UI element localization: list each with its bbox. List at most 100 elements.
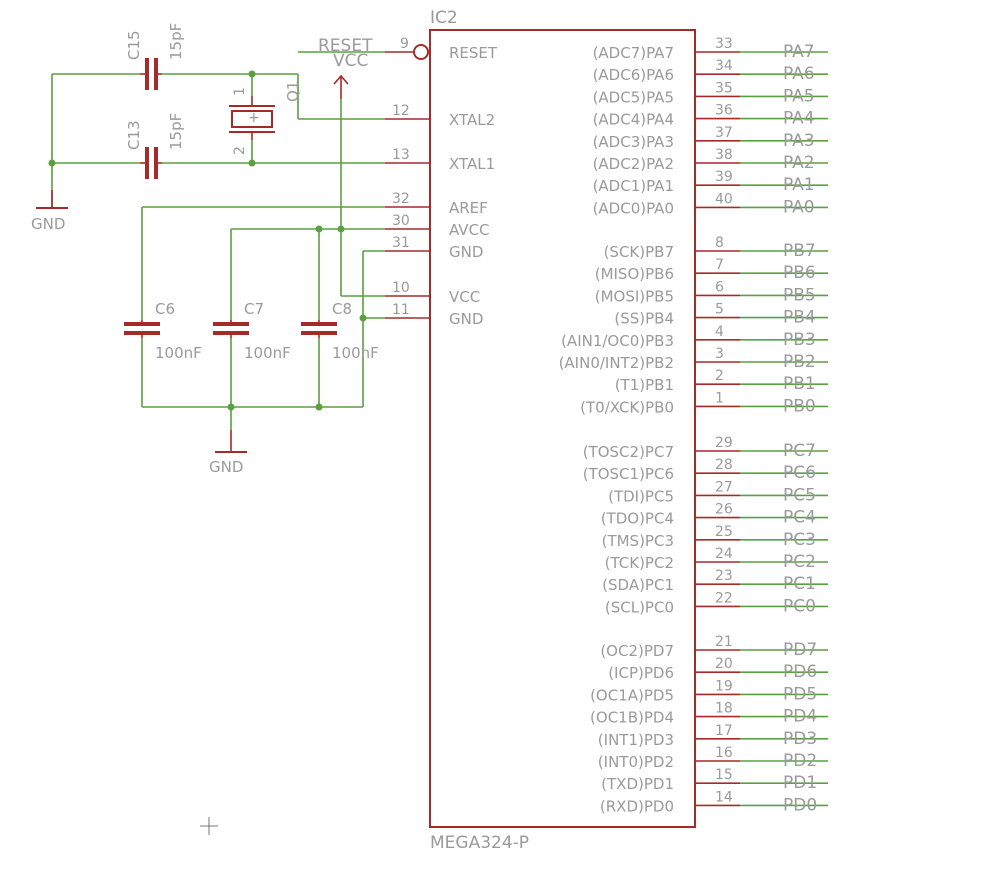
q1-name: Q1 bbox=[284, 81, 302, 102]
pin-number: 37 bbox=[715, 125, 733, 141]
pin-label: (TDI)PC5 bbox=[608, 487, 674, 505]
pin-label: (TXD)PD1 bbox=[601, 775, 674, 793]
capacitor-c13: C13 15pF bbox=[125, 113, 185, 179]
pin-number: 33 bbox=[715, 36, 733, 52]
net-label: PC5 bbox=[783, 485, 816, 505]
pin-number: 28 bbox=[715, 457, 733, 473]
c7-name: C7 bbox=[244, 300, 264, 318]
net-label: PB5 bbox=[783, 285, 816, 305]
pin-number: 1 bbox=[715, 390, 724, 406]
net-label: PD5 bbox=[783, 684, 817, 704]
pin-label: (ADC7)PA7 bbox=[593, 44, 674, 62]
pin-label: (OC1B)PD4 bbox=[590, 709, 674, 727]
pin-number: 14 bbox=[715, 789, 733, 805]
left-pin-gnd-31: 31 GND bbox=[385, 235, 483, 261]
net-label: PD3 bbox=[783, 729, 817, 749]
net-label: PC3 bbox=[783, 530, 816, 550]
pin-label: (T0/XCK)PB0 bbox=[580, 398, 674, 416]
right-pin-pb1: (T1)PB1 2 PB1 bbox=[615, 368, 828, 394]
gnd-symbol-caps: GND bbox=[209, 430, 247, 476]
left-pin-avcc: 30 AVCC bbox=[385, 213, 490, 239]
capacitor-c15: C15 15pF bbox=[125, 23, 185, 90]
pin-number: 6 bbox=[715, 279, 724, 295]
net-label: PA2 bbox=[783, 153, 815, 173]
pin-label: AVCC bbox=[449, 221, 490, 239]
pin-label: (TMS)PC3 bbox=[602, 532, 674, 550]
pin-number: 2 bbox=[715, 368, 724, 384]
left-pin-vcc: 10 VCC bbox=[385, 280, 480, 306]
pin-number: 10 bbox=[392, 280, 410, 296]
net-label: PA4 bbox=[783, 109, 815, 129]
pin-number: 25 bbox=[715, 524, 733, 540]
pin-number: 27 bbox=[715, 479, 733, 495]
left-pin-xtal1: 13 XTAL1 bbox=[385, 147, 495, 173]
right-pin-pc4: (TDO)PC4 26 PC4 bbox=[601, 502, 828, 528]
pin-label: (T1)PB1 bbox=[615, 376, 674, 394]
right-pin-pa7: (ADC7)PA7 33 PA7 bbox=[593, 36, 828, 62]
pin-number: 20 bbox=[715, 656, 733, 672]
pin-label: (RXD)PD0 bbox=[600, 797, 674, 815]
c6-name: C6 bbox=[155, 300, 175, 318]
net-label: PC1 bbox=[783, 574, 816, 594]
net-label: PA1 bbox=[783, 175, 815, 195]
c8-value: 100nF bbox=[332, 344, 379, 362]
pin-number: 35 bbox=[715, 80, 733, 96]
pin-label: (ICP)PD6 bbox=[608, 664, 674, 682]
net-label: PC7 bbox=[783, 441, 816, 461]
gnd-caps-label: GND bbox=[209, 458, 243, 476]
net-label: PC0 bbox=[783, 596, 816, 616]
vcc-net-label: VCC bbox=[333, 51, 368, 71]
pin-label: (TOSC1)PC6 bbox=[583, 465, 674, 483]
pin-number: 38 bbox=[715, 147, 733, 163]
origin-marker bbox=[200, 817, 218, 835]
gnd-symbol-crystal: GND bbox=[31, 190, 68, 233]
net-label: PC4 bbox=[783, 508, 816, 528]
pin-label: (TCK)PC2 bbox=[605, 554, 674, 572]
pin-number: 9 bbox=[400, 36, 409, 52]
pin-number: 31 bbox=[392, 235, 410, 251]
c13-value: 15pF bbox=[167, 113, 185, 150]
capacitor-c6: C6 100nF bbox=[124, 300, 202, 362]
right-pin-pc3: (TMS)PC3 25 PC3 bbox=[602, 524, 828, 550]
net-label: PA7 bbox=[783, 42, 815, 62]
pin-number: 12 bbox=[392, 103, 410, 119]
left-pin-reset: 9 RESET bbox=[385, 36, 498, 62]
pin-number: 16 bbox=[715, 745, 733, 761]
pin-label: XTAL1 bbox=[449, 155, 495, 173]
net-label: PA3 bbox=[783, 131, 815, 151]
pin-number: 3 bbox=[715, 346, 724, 362]
pin-label: (ADC4)PA4 bbox=[593, 111, 674, 129]
pin-number: 11 bbox=[392, 302, 410, 318]
net-label: PD0 bbox=[783, 795, 817, 815]
pin-label: VCC bbox=[449, 288, 480, 306]
q1-pin2: 2 bbox=[232, 146, 248, 155]
pin-number: 4 bbox=[715, 324, 724, 340]
net-label: PB7 bbox=[783, 241, 816, 261]
pin-label: RESET bbox=[449, 44, 498, 62]
pin-label: (ADC3)PA3 bbox=[593, 133, 674, 151]
net-label: PD6 bbox=[783, 662, 817, 682]
capacitor-c8: C8 100nF bbox=[301, 300, 379, 362]
right-pin-pd0: (RXD)PD0 14 PD0 bbox=[600, 789, 828, 815]
pin-number: 32 bbox=[392, 191, 410, 207]
net-label: PA6 bbox=[783, 64, 815, 84]
reset-net-label: RESET bbox=[318, 36, 373, 56]
net-label: PC2 bbox=[783, 552, 816, 572]
pin-number: 26 bbox=[715, 502, 733, 518]
pin-label: (SCL)PC0 bbox=[605, 598, 674, 616]
pin-label: AREF bbox=[449, 199, 488, 217]
net-label: PB1 bbox=[783, 374, 816, 394]
pin-label: (ADC1)PA1 bbox=[593, 177, 674, 195]
pin-label: (TDO)PC4 bbox=[601, 510, 674, 528]
right-pin-pa3: (ADC3)PA3 37 PA3 bbox=[593, 125, 828, 151]
